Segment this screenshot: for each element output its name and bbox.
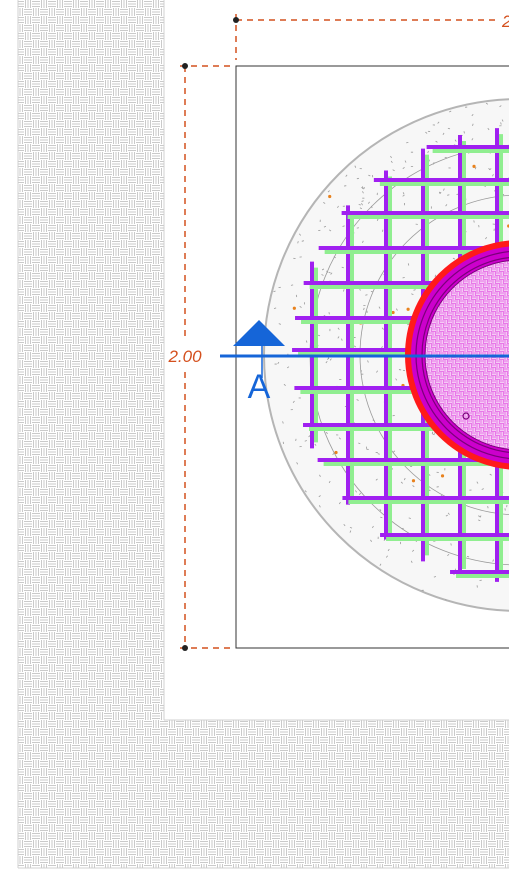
ground-hatch (17, 0, 509, 869)
horizontal-dimension (235, 14, 498, 60)
section-label: A (248, 368, 271, 406)
dimension-tick (182, 63, 188, 69)
vertical-dimension-label: 2.00 (167, 347, 202, 366)
vertical-dimension (180, 65, 230, 649)
dimension-tick (233, 17, 239, 23)
dimension-tick (182, 645, 188, 651)
section-cut-arrow-icon[interactable] (233, 320, 285, 378)
horizontal-dimension-label: 2 (501, 12, 509, 31)
